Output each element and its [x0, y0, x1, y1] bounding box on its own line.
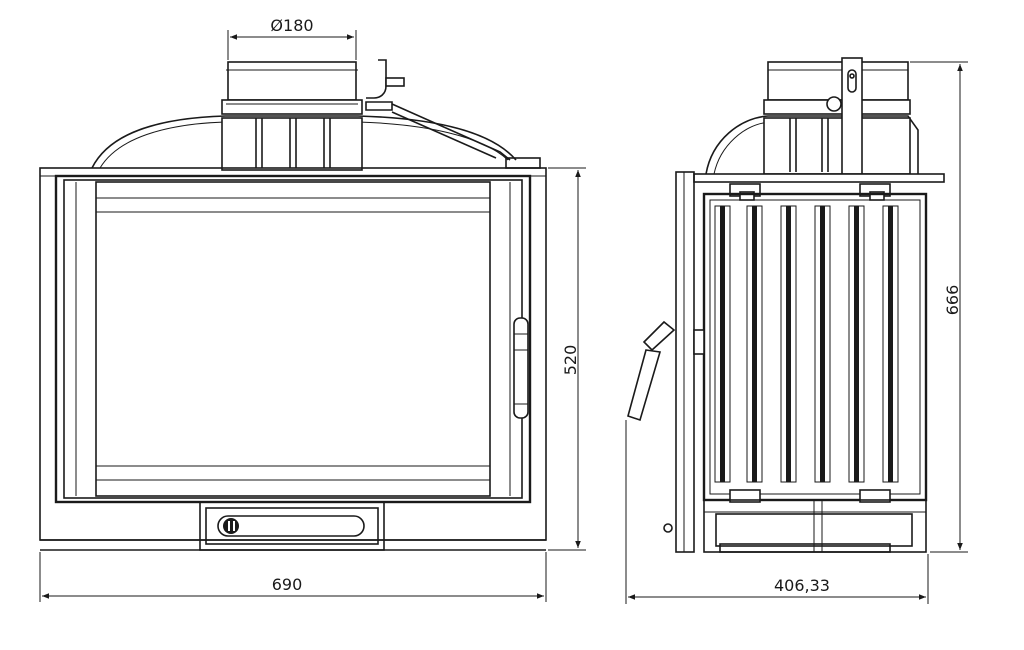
side-depth-label: 406,33 — [774, 576, 830, 595]
side-arched-top — [705, 115, 919, 175]
flue-collar — [221, 61, 363, 115]
dimension-front-height: 520 — [548, 167, 586, 551]
side-view — [627, 57, 945, 553]
side-firebox-slats — [714, 205, 899, 483]
door-frame — [54, 174, 532, 504]
front-outer-frame — [39, 167, 547, 541]
side-height-label: 666 — [943, 285, 962, 316]
front-arched-top — [91, 115, 517, 169]
side-damper — [826, 57, 863, 175]
damper-lever — [365, 59, 511, 161]
side-front-panel — [675, 171, 695, 553]
dimension-flue: Ø180 — [227, 16, 357, 60]
air-control-drawer — [199, 501, 385, 551]
door-handle — [513, 317, 529, 419]
front-slats — [221, 117, 363, 171]
flue-diameter-label: Ø180 — [270, 16, 313, 35]
front-view — [39, 59, 547, 551]
dimension-front-width: 690 — [39, 552, 547, 602]
dimension-side-height: 666 — [910, 61, 968, 553]
side-door-flap — [627, 320, 705, 422]
front-width-label: 690 — [272, 575, 303, 594]
dimension-side-depth: 406,33 — [625, 420, 929, 604]
front-height-label: 520 — [561, 345, 580, 376]
